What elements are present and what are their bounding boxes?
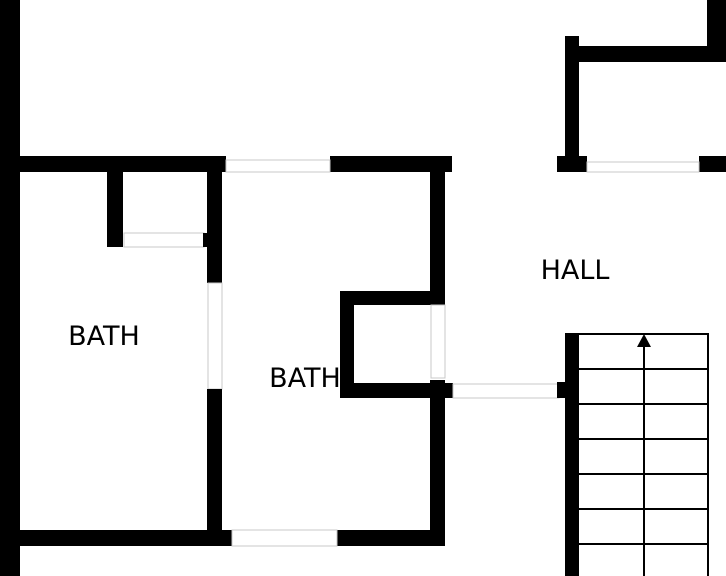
bath-closet-left-wall [107, 170, 123, 247]
staircase[interactable] [579, 333, 709, 576]
bath-divider-wall-top [207, 170, 222, 283]
notch-bottom-wall [340, 383, 453, 398]
bath-divider-door[interactable] [207, 282, 223, 390]
top-wall-mid [330, 156, 452, 172]
room-label-bath-center: BATH [269, 363, 341, 394]
room-label-bath-left: BATH [68, 321, 140, 352]
stair-up-arrow-icon [637, 334, 651, 347]
bottom-doorway[interactable] [231, 529, 338, 547]
closet-left-wall [565, 36, 579, 170]
room-label-hall: HALL [541, 255, 610, 286]
notch-top-wall [340, 291, 445, 305]
left-outer-wall [0, 0, 20, 576]
closet-bottom-wall [565, 46, 711, 62]
bottom-wall-mid [337, 530, 444, 546]
top-doorway[interactable] [225, 159, 331, 173]
notch-door[interactable] [430, 304, 446, 379]
notch-left-wall [340, 291, 354, 398]
bath-hall-wall-top [430, 170, 445, 302]
bath-divider-wall-bottom [207, 389, 222, 546]
right-outer-wall-top [707, 0, 726, 62]
hall-top-doorway[interactable] [586, 161, 700, 173]
bottom-wall-left [20, 530, 232, 546]
hall-bottom-doorway[interactable] [452, 383, 560, 399]
bath-closet-door[interactable] [123, 232, 205, 248]
top-wall-left [20, 156, 226, 172]
hall-door-jamb [557, 382, 567, 398]
hall-top-wall-right [699, 156, 726, 172]
stair-left-wall [565, 333, 579, 576]
bath-hall-wall-bottom [430, 380, 445, 546]
